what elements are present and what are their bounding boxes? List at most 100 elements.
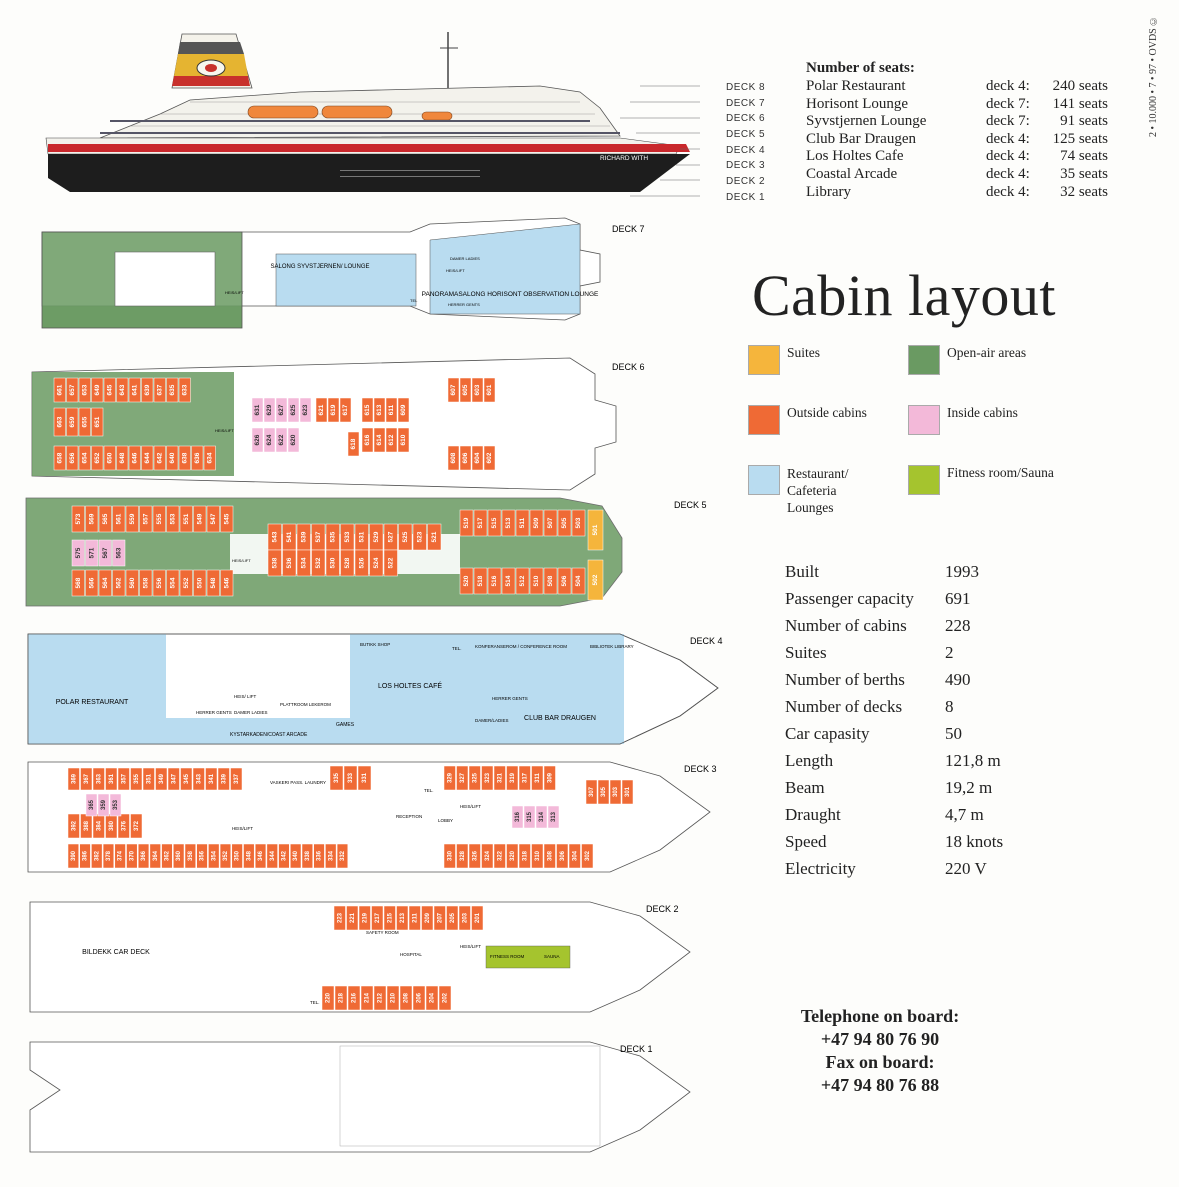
cabin — [112, 569, 126, 597]
venue-seats: 35 seats — [1060, 165, 1108, 182]
cabin — [529, 567, 544, 595]
cabin-number: 605 — [462, 384, 469, 395]
spec-label: Suites — [785, 643, 827, 662]
cabin-number: 386 — [83, 850, 89, 861]
cabin-number: 390 — [71, 850, 77, 861]
cabin-number: 575 — [75, 547, 82, 558]
cabin-number: 392 — [71, 820, 77, 831]
car-deck: BILDEKK CAR DECK — [82, 949, 150, 956]
cabin — [180, 767, 193, 791]
cabin-number: 352 — [223, 850, 229, 861]
cabin — [334, 985, 348, 1011]
cabin-number: 201 — [475, 912, 481, 923]
cabin — [179, 569, 193, 597]
cabin-number: 308 — [547, 850, 553, 861]
cabin-number: 320 — [510, 850, 516, 861]
venue-seats: 141 seats — [1052, 95, 1108, 112]
legend-fitness: Fitness room/Sauna — [908, 465, 1054, 495]
cabin — [447, 377, 460, 403]
cabin-number: 624 — [266, 434, 273, 445]
cabin-number: 533 — [344, 531, 351, 542]
cabin — [473, 567, 488, 595]
cabin-number: 613 — [376, 404, 383, 415]
cabin-number: 382 — [94, 850, 100, 861]
cabin — [296, 549, 311, 577]
venue-name: Los Holtes Cafe — [806, 148, 904, 165]
cabin-number: 560 — [129, 577, 136, 588]
cabin-number: 614 — [376, 434, 383, 445]
cabin — [397, 427, 410, 453]
fitness-swatch — [908, 465, 940, 495]
cabin-number: 206 — [417, 992, 423, 1003]
cabin — [102, 843, 115, 869]
deck-2-plan: DECK 2 BILDEKK CAR DECK HOSPITAL SAFETY … — [29, 901, 691, 1013]
cabin-number: 611 — [388, 404, 395, 415]
cabin-number: 311 — [535, 773, 541, 783]
cabin — [275, 427, 288, 453]
legend-inside: Inside cabins — [908, 405, 1018, 435]
cabin — [458, 905, 471, 931]
cabin — [438, 985, 452, 1011]
cabin-number: 573 — [75, 513, 82, 524]
cabin — [205, 767, 218, 791]
cabin-number: 339 — [221, 773, 227, 784]
cabin — [126, 843, 138, 869]
cabin-number: 512 — [519, 575, 526, 586]
cabin — [511, 805, 524, 829]
cabin-number: 639 — [144, 384, 151, 395]
cabin-number: 305 — [601, 786, 607, 797]
cabin-number: 325 — [472, 772, 478, 783]
cabin — [166, 505, 180, 533]
deck-label: DECK 8 — [726, 82, 766, 93]
cabin — [481, 765, 494, 791]
cabin-number: 601 — [486, 384, 493, 395]
cabin — [459, 567, 474, 595]
cabin — [192, 767, 205, 791]
cabin-number: 350 — [235, 850, 241, 861]
cabin-number: 648 — [119, 452, 126, 463]
cabin — [343, 765, 358, 791]
cabin-number: 608 — [450, 452, 457, 463]
cabin-number: 562 — [115, 577, 122, 588]
cabin — [385, 427, 398, 453]
fitness-area — [485, 945, 571, 969]
legend-suites: Suites — [748, 345, 820, 375]
print-code: 2 • 10.000 • 7 • 97 • OVDS © — [1148, 15, 1159, 138]
cabin-number: 655 — [81, 416, 88, 427]
venue-name: Coastal Arcade — [806, 165, 898, 182]
deck7-panorama: PANORAMASALONG HORISONT OBSERVATION LOUN… — [422, 291, 599, 298]
cabin-number: 348 — [246, 850, 252, 861]
safety-room: SAFETY ROOM — [366, 930, 399, 935]
cabin — [483, 377, 496, 403]
cabin — [340, 549, 355, 577]
deck3-lift-fwd: HEIS/LIFT — [460, 804, 481, 809]
spec-value: 490 — [945, 670, 971, 689]
cabin — [523, 805, 536, 829]
deck6-label: DECK 6 — [612, 362, 645, 372]
cabin — [299, 397, 312, 423]
cabin — [456, 843, 469, 869]
cabin-number: 347 — [171, 773, 177, 784]
cabin-number: 510 — [533, 575, 540, 586]
cabin-number: 328 — [460, 850, 466, 861]
cabin — [92, 767, 105, 791]
fitness-room: FITNESS ROOM — [490, 954, 525, 959]
deck4-label: DECK 4 — [690, 636, 723, 646]
cabin — [483, 445, 496, 471]
cabin — [446, 905, 459, 931]
cabin-number: 524 — [373, 557, 380, 568]
venue-seats: 32 seats — [1060, 183, 1108, 200]
cabin-number: 380 — [109, 820, 115, 831]
cabin — [535, 805, 548, 829]
cabin-number: 530 — [329, 557, 336, 568]
cabin — [85, 539, 99, 567]
deck6-lift: HEIS/LIFT — [215, 428, 234, 433]
deck7-salong: SALONG SYVSTJERNEN/ LOUNGE — [270, 264, 369, 270]
cabin — [369, 549, 384, 577]
spec-value: 220 V — [945, 859, 987, 878]
